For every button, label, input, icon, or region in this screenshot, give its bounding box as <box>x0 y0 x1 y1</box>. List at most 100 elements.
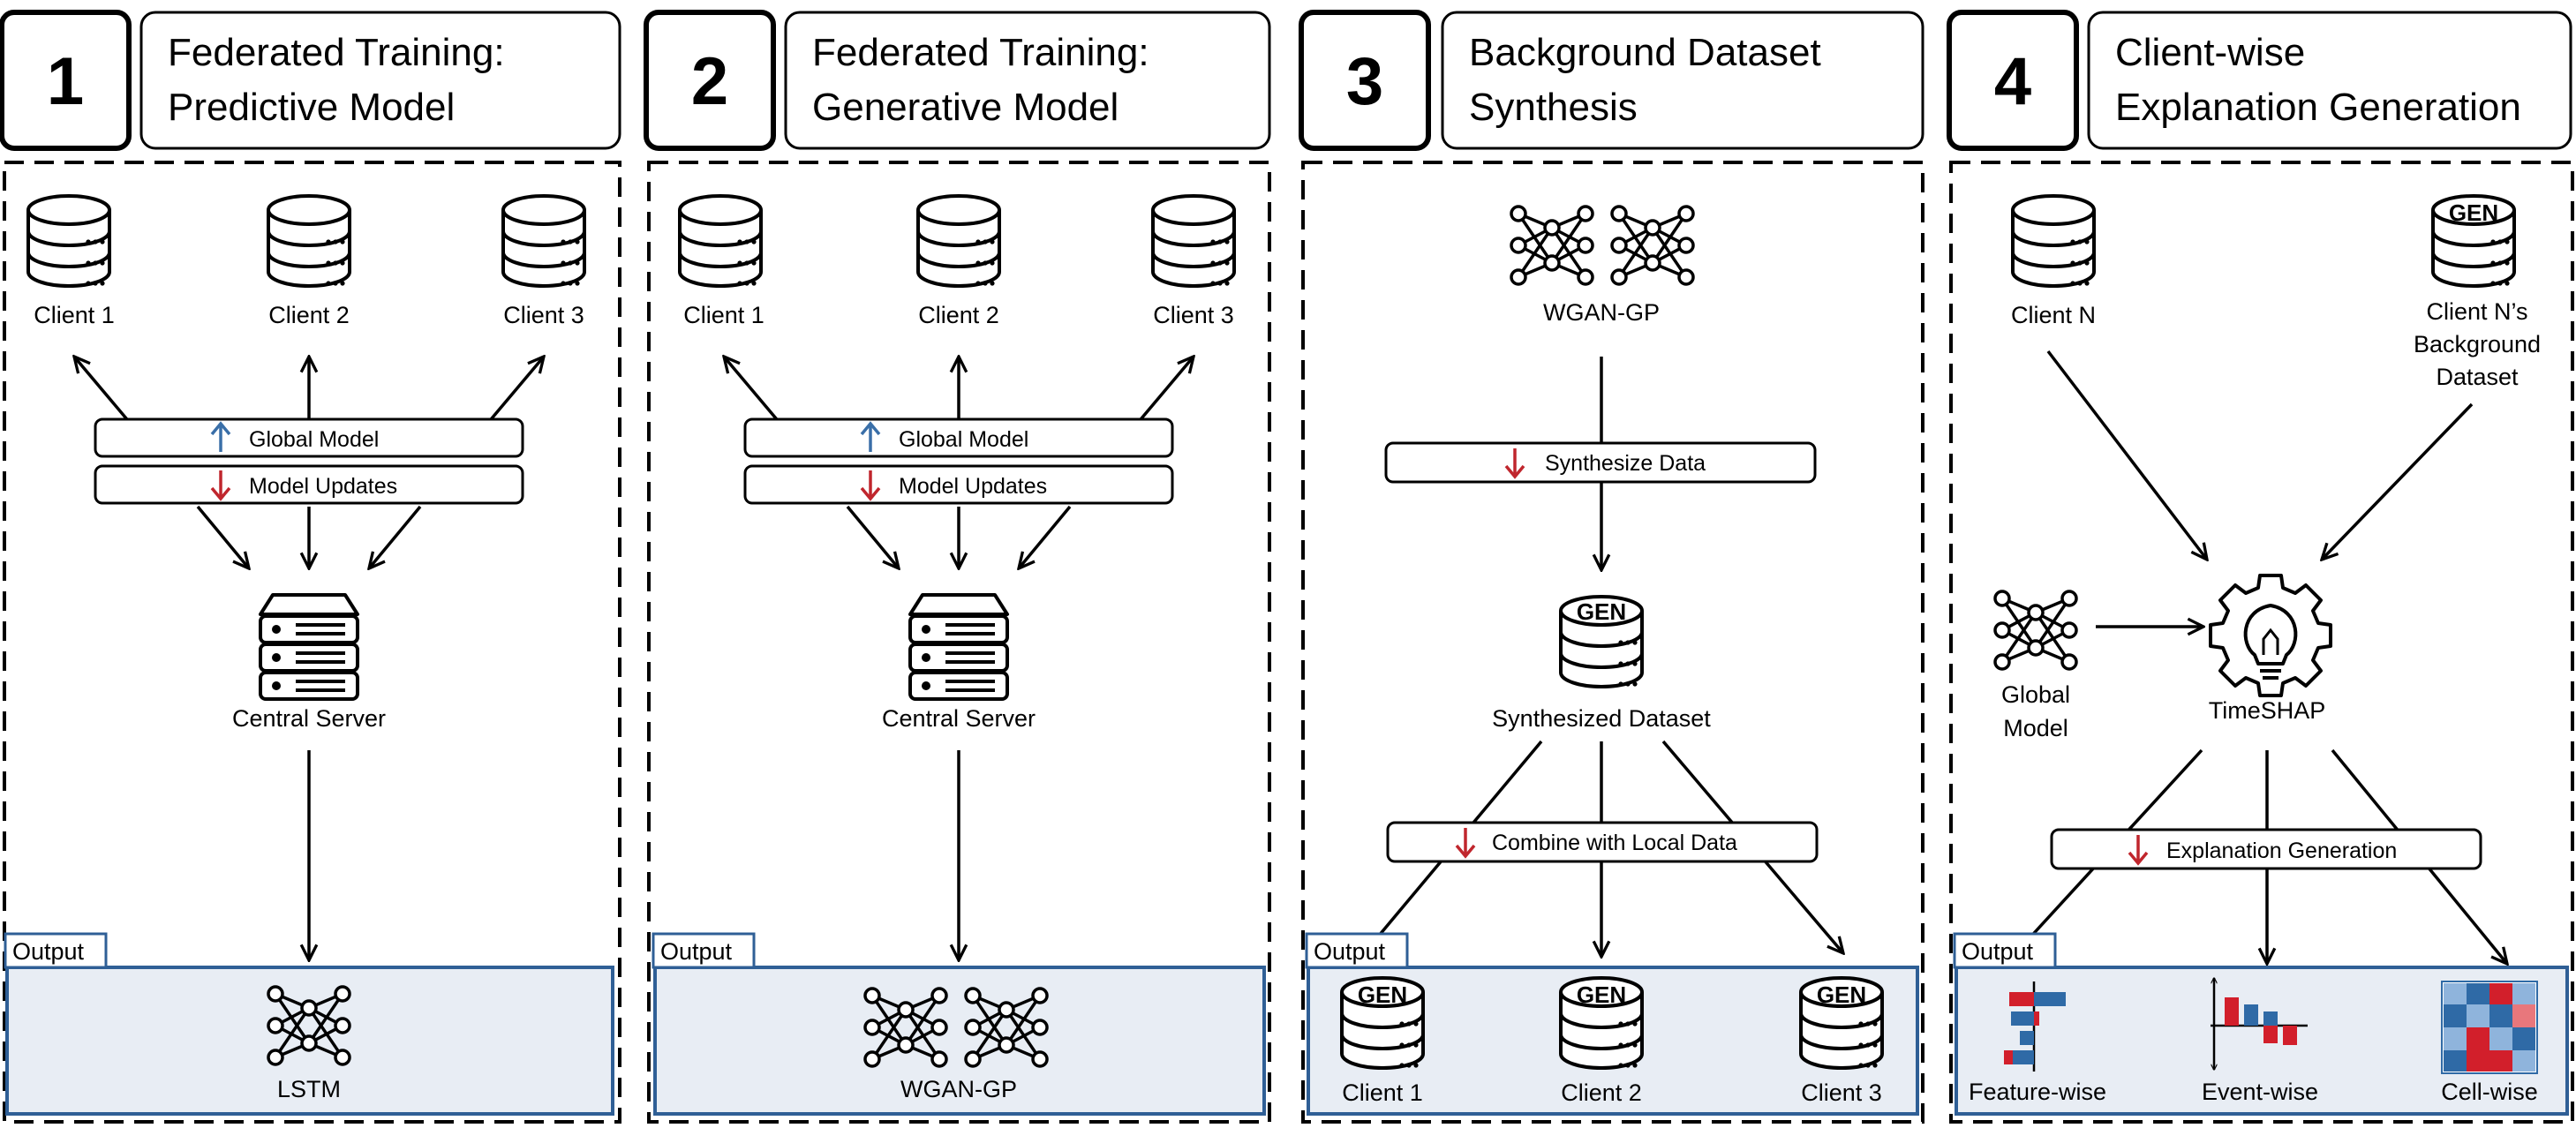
global-model-line2: Model <box>2003 715 2068 741</box>
output-client-3-label: Client 3 <box>1801 1079 1882 1106</box>
client-n-database-icon <box>2011 194 2096 288</box>
explanation-generation-box <box>2050 828 2482 870</box>
output-client-2-label: Client 2 <box>1561 1079 1642 1106</box>
panel-title-box <box>2087 11 2572 150</box>
timeshap-gear-bulb-icon <box>2209 574 2332 697</box>
upload-arrows <box>74 357 544 568</box>
panel-3: 3 Background Dataset Synthesis WGAN-GP S… <box>1299 10 1924 1124</box>
output-client-1-label: Client 1 <box>1342 1079 1423 1106</box>
gen-badge: GEN <box>2449 199 2498 226</box>
client-2-label: Client 2 <box>268 302 350 328</box>
model-updates-label: Model Updates <box>899 474 1047 499</box>
background-label-line3: Dataset <box>2436 364 2519 390</box>
panel-frame <box>1301 161 1924 1124</box>
output-box <box>653 966 1266 1116</box>
panel-title-box <box>139 11 621 150</box>
gen-badge: GEN <box>1577 598 1626 625</box>
panel-number-box <box>1299 10 1431 151</box>
model-label: WGAN-GP <box>1543 299 1660 326</box>
synthesize-data-box <box>1384 441 1817 484</box>
panel-number: 4 <box>1994 44 2031 119</box>
event-wise-label: Event-wise <box>2202 1079 2318 1105</box>
up-arrow-icon <box>860 421 881 452</box>
model-updates-box <box>94 464 524 505</box>
background-label-line1: Client N’s <box>2426 298 2527 325</box>
client-3-database-icon <box>501 194 586 288</box>
synthesized-dataset-label: Synthesized Dataset <box>1492 705 1711 732</box>
feature-wise-label: Feature-wise <box>1969 1079 2106 1105</box>
client-3-label: Client 3 <box>1153 302 1234 328</box>
panel-number-box <box>1947 10 2079 151</box>
panel-number: 2 <box>691 44 728 119</box>
panel-title-line2: Synthesis <box>1469 86 1638 129</box>
panel-title-line2: Generative Model <box>812 86 1119 129</box>
client-1-database-icon <box>678 194 763 288</box>
output-tag-box <box>4 932 108 969</box>
feature-wise-plot-icon <box>2004 981 2066 1072</box>
model-updates-label: Model Updates <box>249 474 397 499</box>
down-arrow-icon <box>1504 448 1525 479</box>
global-model-box <box>94 417 524 458</box>
central-server-label: Central Server <box>232 705 386 732</box>
output-label: LSTM <box>277 1076 341 1102</box>
panel-1: 1 Federated Training: Predictive Model C… <box>0 10 621 1124</box>
output-tag-box <box>652 932 756 969</box>
panel-title-line1: Federated Training: <box>168 31 505 74</box>
output-tag-box <box>1953 932 2057 969</box>
panel-number: 3 <box>1346 44 1383 119</box>
event-wise-plot-icon <box>2211 978 2308 1070</box>
gen-badge: GEN <box>1358 981 1407 1008</box>
client-n-label: Client N <box>2011 302 2096 328</box>
central-server-icon <box>908 593 1009 701</box>
client-3-database-icon <box>1151 194 1236 288</box>
down-arrow-icon <box>860 470 881 501</box>
client-1-database-icon <box>26 194 111 288</box>
cell-wise-heatmap-icon <box>2441 981 2538 1074</box>
client-2-label: Client 2 <box>918 302 999 328</box>
client-1-label: Client 1 <box>683 302 765 328</box>
panel-frame <box>3 161 621 1124</box>
synthesize-data-label: Synthesize Data <box>1545 451 1706 476</box>
gen-badge: GEN <box>1577 981 1626 1008</box>
client-2-database-icon <box>267 194 351 288</box>
model-updates-box <box>743 464 1174 505</box>
panel-frame <box>1949 161 2574 1124</box>
central-server-icon <box>259 593 359 701</box>
down-arrow-icon <box>210 470 231 501</box>
background-label-line2: Background <box>2414 331 2541 357</box>
client-1-label: Client 1 <box>34 302 115 328</box>
panel-title-line2: Explanation Generation <box>2115 86 2521 129</box>
client-2-database-icon <box>916 194 1001 288</box>
combine-box <box>1386 821 1819 863</box>
combine-label: Combine with Local Data <box>1492 831 1737 855</box>
panel-4: 4 Client-wise Explanation Generation Cli… <box>1947 10 2574 1124</box>
panel-title-line1: Federated Training: <box>812 31 1149 74</box>
global-model-box <box>743 417 1174 458</box>
output-tag: Output <box>1962 938 2034 965</box>
cell-wise-label: Cell-wise <box>2441 1079 2538 1105</box>
panel-title-line2: Predictive Model <box>168 86 455 129</box>
panel-number-box <box>0 10 132 151</box>
panel-title-box <box>1441 11 1924 150</box>
timeshap-label: TimeSHAP <box>2209 697 2326 724</box>
output-tag: Output <box>12 938 85 965</box>
panel-title-line1: Background Dataset <box>1469 31 1821 74</box>
up-arrow-icon <box>210 421 231 452</box>
down-arrow-icon <box>2128 835 2149 866</box>
global-model-line1: Global <box>2001 681 2070 708</box>
down-arrow-icon <box>1455 828 1476 859</box>
global-model-label: Global Model <box>899 427 1028 452</box>
client-3-label: Client 3 <box>503 302 584 328</box>
gen-badge: GEN <box>1817 981 1866 1008</box>
panel-title-box <box>784 11 1271 150</box>
panel-frame <box>647 161 1271 1124</box>
panel-title-line1: Client-wise <box>2115 31 2305 74</box>
neural-network-icon <box>1610 205 1695 286</box>
panel-number-box <box>644 10 776 151</box>
input-arrows <box>2046 350 2474 627</box>
panel-2: 2 Federated Training: Generative Model C… <box>644 10 1271 1124</box>
central-server-label: Central Server <box>882 705 1036 732</box>
panel-number: 1 <box>47 44 84 119</box>
neural-network-icon <box>1510 205 1594 286</box>
